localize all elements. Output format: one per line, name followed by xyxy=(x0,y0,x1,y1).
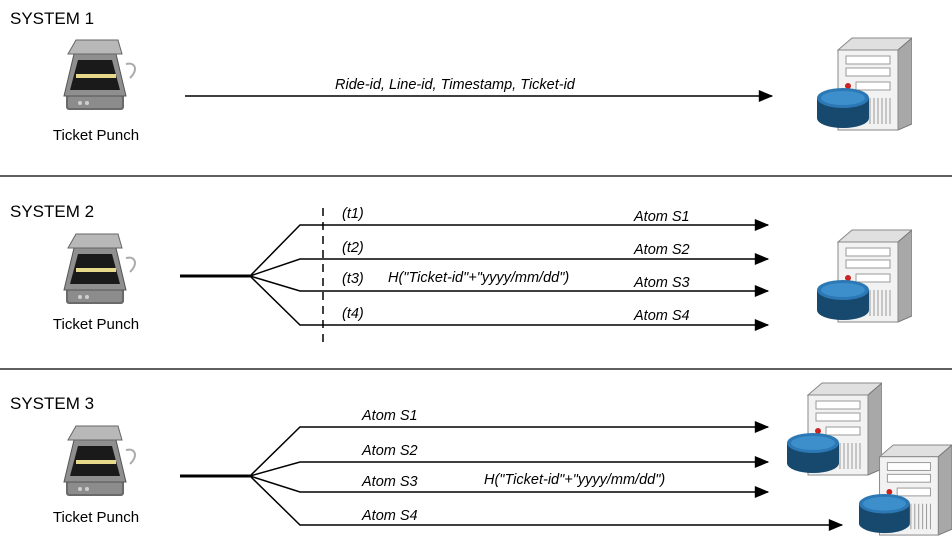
time-label-t3: (t3) xyxy=(342,271,364,287)
server-database-icon xyxy=(817,229,912,323)
system3-branch-3 xyxy=(249,475,770,498)
system3-branch-2 xyxy=(249,456,770,477)
system2-branch-2 xyxy=(249,253,770,277)
system2-branch-4 xyxy=(249,275,770,331)
atom-label-s1: Atom S1 xyxy=(362,408,418,424)
system2-branch-3 xyxy=(249,275,770,297)
system1-title: SYSTEM 1 xyxy=(10,9,95,28)
device-label: Ticket Punch xyxy=(52,316,140,333)
atom-label-s4: Atom S4 xyxy=(634,308,690,324)
atom-label-s4: Atom S4 xyxy=(362,508,418,524)
system1-message-label: Ride-id, Line-id, Timestamp, Ticket-id xyxy=(335,77,575,93)
atom-label-s2: Atom S2 xyxy=(634,242,690,258)
atom-label-s3: Atom S3 xyxy=(362,474,418,490)
server-database-icon xyxy=(817,37,912,131)
system2-title: SYSTEM 2 xyxy=(10,202,95,221)
hash-label: H("Ticket-id"+"yyyy/mm/dd") xyxy=(484,472,666,488)
system3-branch-4 xyxy=(249,475,844,531)
scanner-icon xyxy=(63,425,136,496)
hash-label: H("Ticket-id"+"yyyy/mm/dd") xyxy=(388,270,570,286)
time-label-t1: (t1) xyxy=(342,206,364,222)
scanner-icon xyxy=(63,39,136,110)
device-label: Ticket Punch xyxy=(52,509,140,526)
time-label-t2: (t2) xyxy=(342,240,364,256)
atom-label-s1: Atom S1 xyxy=(634,209,690,225)
system3-branch-1 xyxy=(249,421,770,477)
system2-branch-1 xyxy=(249,219,770,277)
time-label-t4: (t4) xyxy=(342,306,364,322)
device-label: Ticket Punch xyxy=(52,127,140,144)
atom-label-s2: Atom S2 xyxy=(362,443,418,459)
server-database-icon xyxy=(858,444,952,536)
scanner-icon xyxy=(63,233,136,304)
server-database-icon xyxy=(787,382,882,476)
atom-label-s3: Atom S3 xyxy=(634,275,690,291)
system3-title: SYSTEM 3 xyxy=(10,394,95,413)
